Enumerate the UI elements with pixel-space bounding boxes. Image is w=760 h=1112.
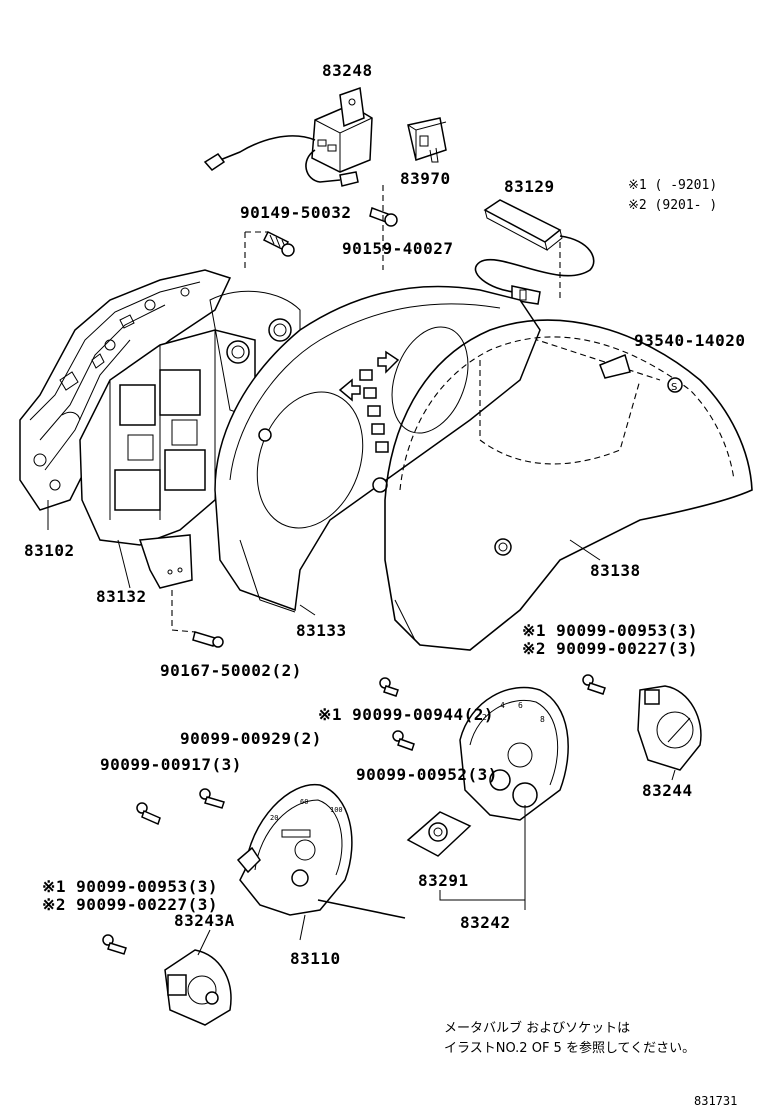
label-90099-00929: 90099-00929(2) xyxy=(180,729,322,748)
part-83243A-drawing xyxy=(164,949,232,1026)
clip-93540-icon xyxy=(667,377,683,393)
svg-text:100: 100 xyxy=(330,806,343,814)
label-90099-00227-a: ※2 90099-00227(3) xyxy=(522,639,699,658)
label-90167-50002: 90167-50002(2) xyxy=(160,661,302,680)
label-83291: 83291 xyxy=(418,871,469,890)
part-83110-drawing: 20 60 100 xyxy=(236,783,406,919)
part-83291-drawing xyxy=(406,811,472,857)
screw-90099-00917-drawing xyxy=(136,802,161,826)
svg-text:6: 6 xyxy=(518,701,523,710)
part-83129-drawing xyxy=(474,199,595,305)
note-line-1: メータバルブ およびソケットは xyxy=(444,1021,631,1036)
label-83102: 83102 xyxy=(24,541,75,560)
figure-number: 831731 xyxy=(694,1094,738,1108)
screw-90099-00953-a-drawing xyxy=(582,674,606,695)
label-90149-50032: 90149-50032 xyxy=(240,203,352,222)
part-83138-drawing xyxy=(384,319,753,651)
screw-90099-00953-b-drawing xyxy=(102,934,127,955)
screw-90167-drawing xyxy=(192,631,224,648)
legend-line-1: ※1 ( -9201) xyxy=(628,178,718,193)
part-83248-drawing xyxy=(203,86,373,187)
svg-text:2: 2 xyxy=(482,713,487,722)
screw-90099-00929-drawing xyxy=(199,788,225,809)
label-90159-40027: 90159-40027 xyxy=(342,239,454,258)
note-line-2: イラストNO.2 OF 5 を参照してください。 xyxy=(444,1041,696,1056)
label-83970: 83970 xyxy=(400,169,451,188)
label-83129: 83129 xyxy=(504,177,555,196)
label-83243A: 83243A xyxy=(174,911,235,930)
label-90099-00953-b: ※1 90099-00953(3) xyxy=(42,877,219,896)
screw-90099-00952-drawing xyxy=(392,730,415,751)
label-83248: 83248 xyxy=(322,61,373,80)
label-90099-00944: ※1 90099-00944(2) xyxy=(318,705,495,724)
label-90099-00917: 90099-00917(3) xyxy=(100,755,242,774)
label-93540-14020: 93540-14020 xyxy=(634,331,746,350)
part-83132-drawing xyxy=(79,290,301,589)
svg-text:20: 20 xyxy=(270,814,278,822)
screw-90099-00944-drawing xyxy=(379,677,399,697)
label-83138: 83138 xyxy=(590,561,641,580)
label-83242: 83242 xyxy=(460,913,511,932)
label-83132: 83132 xyxy=(96,587,147,606)
svg-text:8: 8 xyxy=(540,715,545,724)
svg-text:4: 4 xyxy=(500,701,505,710)
part-83102-drawing xyxy=(19,269,232,511)
part-83244-drawing xyxy=(637,685,702,771)
svg-text:S: S xyxy=(671,382,677,393)
label-83133: 83133 xyxy=(296,621,347,640)
screw-90149-drawing xyxy=(262,230,295,257)
label-83244: 83244 xyxy=(642,781,693,800)
svg-text:60: 60 xyxy=(300,798,308,806)
label-90099-00227-b: ※2 90099-00227(3) xyxy=(42,895,219,914)
screw-90159-drawing xyxy=(369,207,398,227)
label-83110: 83110 xyxy=(290,949,341,968)
label-90099-00952: 90099-00952(3) xyxy=(356,765,498,784)
part-83133-drawing xyxy=(214,285,541,613)
part-83970-drawing xyxy=(407,117,447,163)
part-83242-drawing: 2 4 6 8 xyxy=(459,686,569,821)
label-90099-00953-a: ※1 90099-00953(3) xyxy=(522,621,699,640)
legend-line-2: ※2 (9201- ) xyxy=(628,198,718,213)
